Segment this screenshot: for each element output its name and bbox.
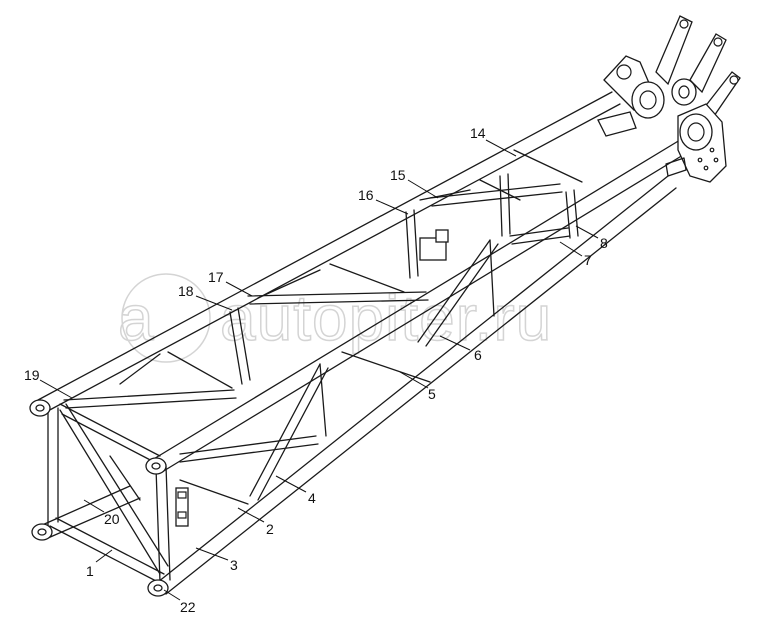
callout-22: 22 <box>180 599 196 615</box>
leader-2 <box>237 507 265 523</box>
top-cross-17 <box>247 291 429 305</box>
callout-15: 15 <box>390 167 406 183</box>
top-diag-b <box>257 263 405 299</box>
side-vertical-a <box>319 363 327 437</box>
bolt-hole-3 <box>703 165 709 171</box>
post-mid <box>499 173 511 237</box>
head-slot-plate <box>597 111 637 137</box>
callout-5: 5 <box>428 386 436 402</box>
head-flange-hub <box>687 122 705 142</box>
chord-end-caps <box>29 399 169 597</box>
side-horizontal <box>179 435 319 463</box>
side-diag-4 <box>249 363 329 501</box>
side-diag-2 <box>179 479 249 505</box>
top-cross-15 <box>429 183 563 207</box>
end-post-left <box>47 407 59 527</box>
callout-19: 19 <box>24 367 40 383</box>
head-arm-1 <box>655 15 693 86</box>
inner-bracket <box>419 229 449 261</box>
end-plate-slot-2 <box>177 511 187 519</box>
bolt-hole-4 <box>697 157 703 163</box>
head-assembly <box>597 15 741 183</box>
callout-3: 3 <box>230 557 238 573</box>
top-cross-1 <box>63 389 237 409</box>
bracket-tab <box>435 229 449 243</box>
leader-20 <box>83 499 105 513</box>
leader-6 <box>439 335 471 351</box>
callout-6: 6 <box>474 347 482 363</box>
end-diagonal <box>59 403 169 575</box>
leader-19 <box>39 379 73 399</box>
leader-5 <box>399 371 429 389</box>
leader-4 <box>275 475 307 493</box>
post-18 <box>229 307 251 385</box>
callout-1: 1 <box>86 563 94 579</box>
head-lug-left-hole <box>616 64 632 80</box>
bolt-hole-1 <box>709 147 715 153</box>
head-sheave-b-hub <box>678 85 690 99</box>
callout-2: 2 <box>266 521 274 537</box>
top-lattice <box>63 149 583 409</box>
leader-16 <box>375 199 409 215</box>
leader-8 <box>575 225 599 239</box>
cap-bottom-left-hole <box>37 528 47 536</box>
leader-1 <box>95 549 113 563</box>
end-bottom-tube <box>49 517 165 583</box>
end-frame <box>47 403 189 583</box>
leader-22 <box>163 589 181 601</box>
side-vertical-b <box>489 239 495 317</box>
cap-top-right-hole <box>151 462 161 470</box>
vertical-posts <box>229 173 579 385</box>
bolt-hole-2 <box>713 157 719 163</box>
top-cross-14 <box>513 149 583 183</box>
head-pin <box>665 157 687 177</box>
leader-18 <box>195 295 233 311</box>
callout-16: 16 <box>358 187 374 203</box>
callout-18: 18 <box>178 283 194 299</box>
leader-14 <box>485 139 517 157</box>
leader-3 <box>195 547 229 561</box>
cap-bottom-right-hole <box>153 584 163 592</box>
cap-top-left-hole <box>35 404 45 412</box>
end-plate-slot <box>177 491 187 499</box>
end-post-right <box>155 465 171 583</box>
leader-lines <box>39 139 599 601</box>
side-diag-5 <box>341 351 431 383</box>
side-lattice <box>179 227 571 505</box>
callout-8: 8 <box>600 235 608 251</box>
chord-bottom-right <box>157 175 677 595</box>
leader-7 <box>559 241 583 257</box>
head-arm-1-hole <box>679 19 689 29</box>
top-diag-a <box>119 351 233 389</box>
side-diag-6 <box>417 239 499 347</box>
callout-7: 7 <box>584 252 592 268</box>
post-16 <box>405 209 419 279</box>
post-8 <box>565 189 579 239</box>
head-arm-2 <box>689 33 727 94</box>
callout-17: 17 <box>208 269 224 285</box>
chord-bottom-left <box>39 485 141 539</box>
end-inner-diagonal <box>109 455 141 501</box>
callout-20: 20 <box>104 511 120 527</box>
head-arm-3-hole <box>729 75 739 85</box>
side-cross-7 <box>509 227 571 245</box>
callout-14: 14 <box>470 125 486 141</box>
bracket-plate <box>419 237 447 261</box>
callout-4: 4 <box>308 490 316 506</box>
head-arm-2-hole <box>713 37 723 47</box>
leader-15 <box>407 179 439 199</box>
chord-top-left <box>37 91 621 413</box>
watermark-logo-icon <box>121 273 211 363</box>
callout-labels: 1 2 3 4 5 6 7 8 14 15 16 17 18 19 20 22 <box>24 125 608 615</box>
leader-17 <box>225 281 253 297</box>
head-sheave-a-hub <box>639 90 657 110</box>
watermark-a-glyph: a <box>118 282 155 354</box>
